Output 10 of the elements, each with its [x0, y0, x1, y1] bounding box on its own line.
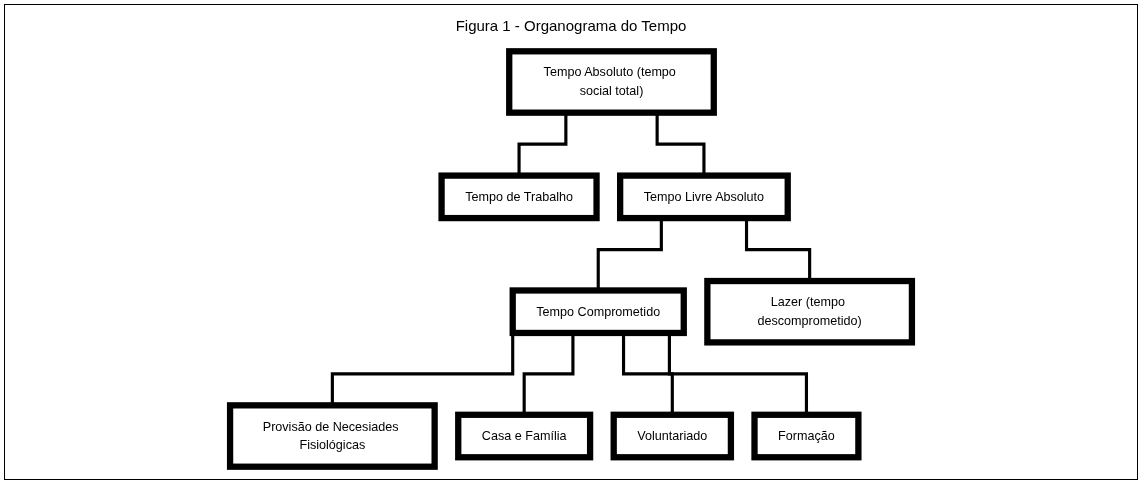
node-box: Voluntariado	[610, 411, 735, 461]
node-box: Tempo Absoluto (tempo social total)	[506, 48, 717, 116]
node-box: Tempo Comprometido	[509, 287, 687, 337]
node-box: Tempo de Trabalho	[438, 172, 600, 222]
node-box: Casa e Família	[455, 411, 594, 461]
node-box: Lazer (tempo descomprometido)	[704, 277, 916, 346]
node-box: Tempo Livre Absoluto	[617, 172, 791, 222]
node-box: Formação	[751, 411, 862, 461]
node-box: Provisão de Necesiades Fisiológicas	[226, 402, 438, 470]
figure-title: Figura 1 - Organograma do Tempo	[455, 17, 687, 34]
